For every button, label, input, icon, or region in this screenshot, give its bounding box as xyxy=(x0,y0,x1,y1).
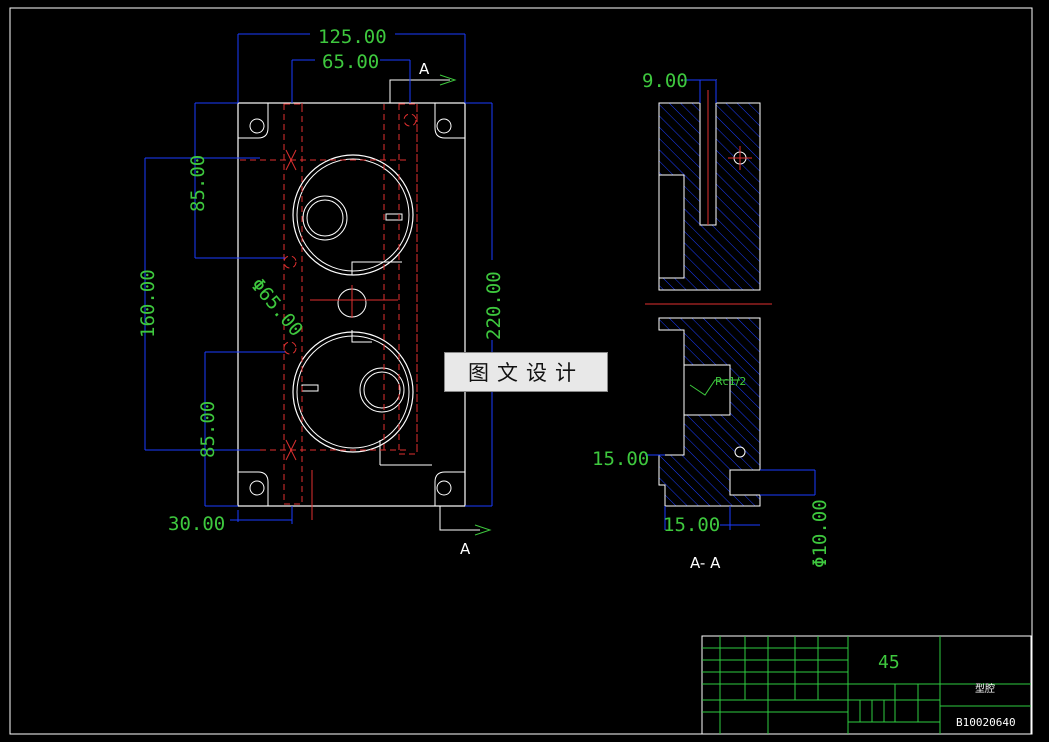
runner-line xyxy=(351,261,402,275)
dim-15-horizontal: 15.00 xyxy=(663,514,720,536)
section-cavity-lower xyxy=(683,364,731,416)
title-block-frame xyxy=(701,635,1032,735)
dim-220: 220.00 xyxy=(483,271,505,340)
centre-lines xyxy=(285,103,398,520)
corner-pocket-bl xyxy=(238,471,269,506)
dim-85-bottom: 85.00 xyxy=(197,401,219,458)
runner-line-2 xyxy=(351,330,372,343)
corner-hole-tl xyxy=(249,118,265,134)
material-text: 45 xyxy=(878,652,900,673)
section-cavity-upper xyxy=(658,174,685,279)
section-mark-top: A xyxy=(419,60,430,78)
dim-phi10: Φ10.00 xyxy=(809,499,831,568)
dim-15-vertical: 15.00 xyxy=(592,448,649,470)
corner-hole-br xyxy=(436,480,452,496)
section-mark-bottom: A xyxy=(460,540,471,558)
dim-160: 160.00 xyxy=(137,269,159,338)
drawing-number-text: B10020640 xyxy=(956,716,1016,729)
section-arrow-bottom xyxy=(439,506,492,536)
cavity-bottom-inner-ring xyxy=(296,335,410,449)
dimension-lines-front xyxy=(144,33,493,524)
dimension-lines-section xyxy=(645,79,816,530)
section-hole-bottom xyxy=(734,446,746,458)
corner-pocket-br xyxy=(434,471,465,506)
cavity-top-core-inner xyxy=(306,199,344,237)
cavity-bottom-core xyxy=(359,367,405,413)
corner-hole-bl xyxy=(249,480,265,496)
part-name-text: 型腔 xyxy=(975,682,995,695)
plate-outline xyxy=(237,102,466,507)
cooling-channels xyxy=(240,103,418,505)
title-block-grid xyxy=(702,636,1031,734)
dim-phi65: Φ65.00 xyxy=(246,274,307,341)
section-centre-lines xyxy=(645,90,772,305)
cavity-bottom-core-inner xyxy=(363,371,401,409)
title-block: 45 型腔 B10020640 xyxy=(701,635,1032,735)
section-view: Rc1/2 9.00 15.00 15.00 Φ10.00 A- A xyxy=(592,70,831,572)
section-arrow-top xyxy=(389,74,457,103)
cavity-top-core xyxy=(302,195,348,241)
drawing-frame xyxy=(9,7,1033,735)
front-view: 125.00 65.00 85.00 160.00 220.00 85.00 3… xyxy=(137,26,505,558)
rc-label: Rc1/2 xyxy=(715,375,746,388)
cavity-top-inner-ring xyxy=(296,158,410,272)
dim-125: 125.00 xyxy=(318,26,387,48)
corner-pocket-tr xyxy=(434,103,465,139)
dim-85-top: 85.00 xyxy=(187,155,209,212)
corner-hole-tr xyxy=(436,118,452,134)
cavity-top-outer xyxy=(292,154,414,276)
gate-slot-bottom xyxy=(301,384,319,392)
dim-30: 30.00 xyxy=(168,513,225,535)
watermark: 图文设计 xyxy=(444,352,608,392)
dim-65: 65.00 xyxy=(322,51,379,73)
gate-slot-top xyxy=(385,213,403,221)
cavity-bottom-outer xyxy=(292,331,414,453)
corner-pocket-tl xyxy=(238,103,269,139)
section-label: A- A xyxy=(690,554,721,572)
dim-9: 9.00 xyxy=(642,70,688,92)
rc-leader xyxy=(689,379,740,396)
